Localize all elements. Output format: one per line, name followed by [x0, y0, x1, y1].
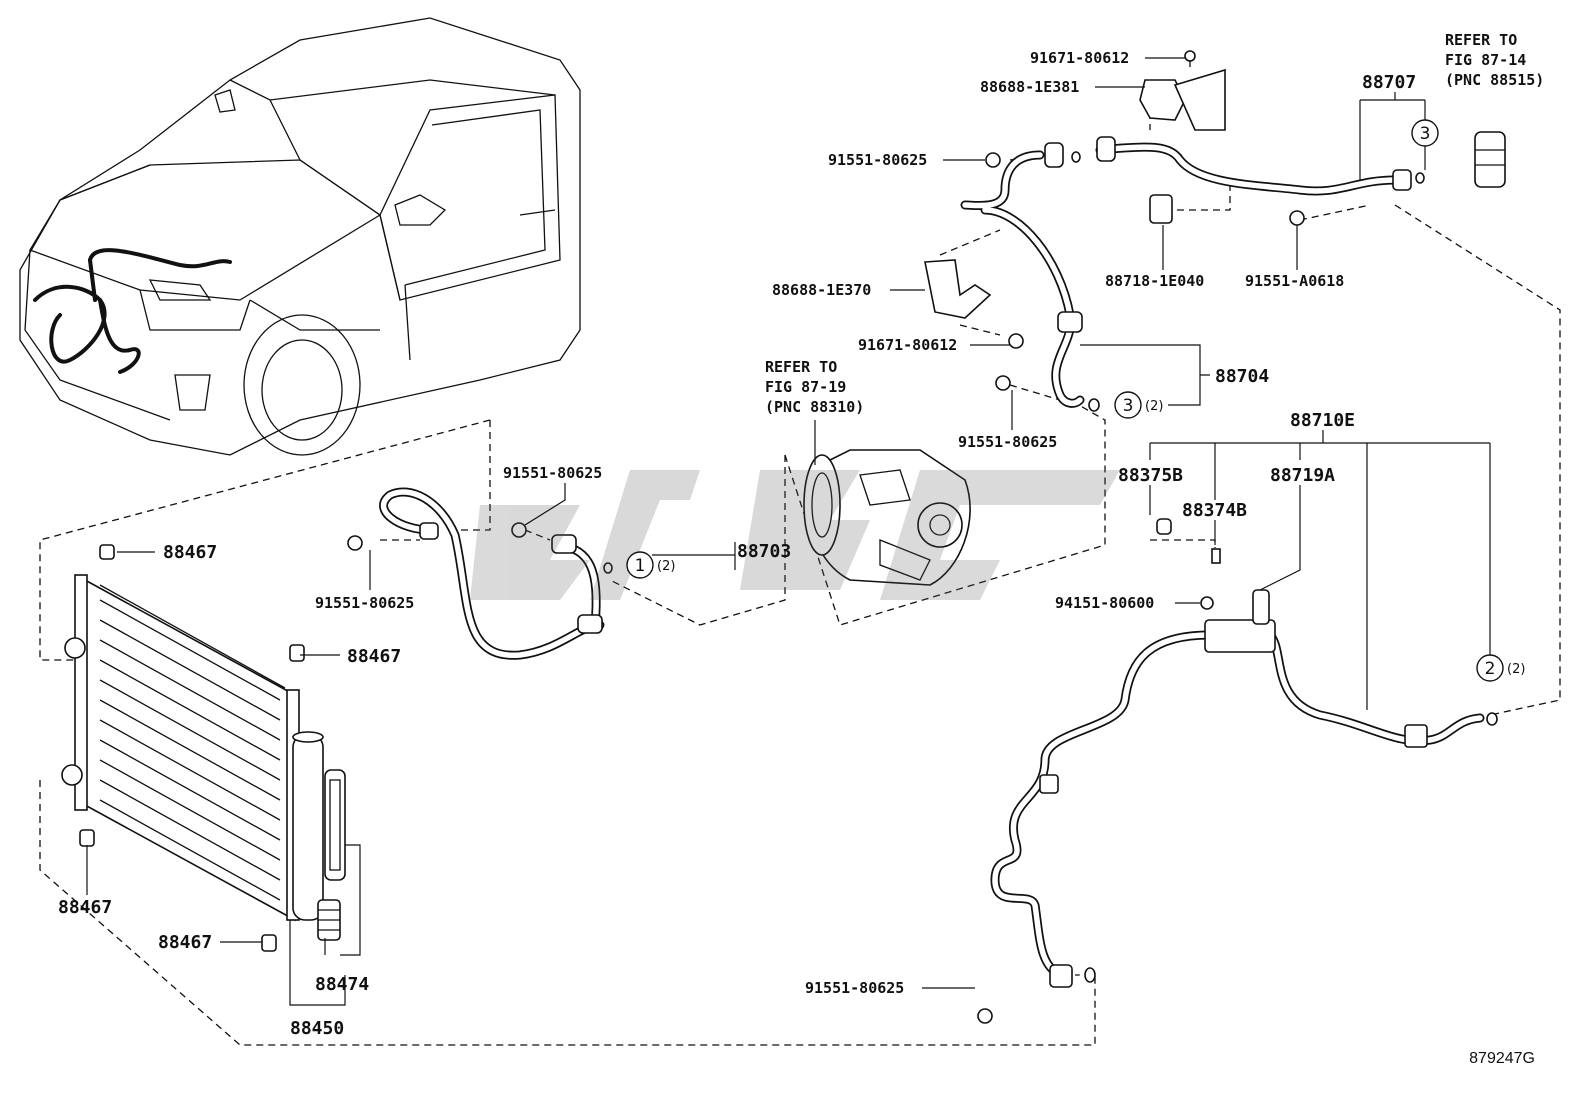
liquid-tube-88707 [985, 136, 1425, 226]
part-label: 91551-80625 [828, 151, 927, 169]
svg-text:(PNC 88515): (PNC 88515) [1445, 71, 1544, 89]
part-label: 88375B [1118, 465, 1183, 486]
part-label: 88703 [737, 541, 791, 562]
refer-note-88515: REFER TO FIG 87-14 (PNC 88515) [1445, 31, 1544, 89]
svg-text:FIG 87-19: FIG 87-19 [765, 378, 846, 396]
refer-note-88310: REFER TO FIG 87-19 (PNC 88310) [765, 358, 864, 416]
part-label: 88707 [1362, 72, 1416, 93]
part-label: 91551-80625 [503, 464, 602, 482]
part-label: 91551-80625 [315, 594, 414, 612]
part-label: 88704 [1215, 366, 1269, 387]
svg-text:(2): (2) [657, 559, 675, 574]
svg-text:(2): (2) [1507, 662, 1525, 677]
part-label: 88718-1E040 [1105, 272, 1204, 290]
compressor [803, 449, 971, 586]
part-label: 91551-80625 [958, 433, 1057, 451]
svg-text:1: 1 [635, 556, 646, 576]
vehicle-illustration [19, 17, 581, 456]
part-label: 91551-80625 [805, 979, 904, 997]
condenser-fins [99, 599, 281, 901]
part-label: 91671-80612 [1030, 49, 1129, 67]
leader-lines [86, 57, 1491, 1006]
part-label: 88719A [1270, 465, 1335, 486]
suction-hose-88704 [960, 142, 1100, 412]
callout-o-ring-3-mid: 3 (2) [1114, 391, 1163, 419]
discharge-hose-88703 [347, 487, 613, 660]
part-label: 88688-1E381 [980, 78, 1079, 96]
watermark-logo [470, 470, 1120, 600]
svg-text:REFER TO: REFER TO [1445, 31, 1517, 49]
brackets-and-clamps [924, 50, 1506, 391]
part-label: 88467 [158, 932, 212, 953]
svg-text:3: 3 [1420, 124, 1431, 144]
liquid-tube-88710E [977, 518, 1498, 1024]
svg-text:(2): (2) [1145, 399, 1163, 414]
part-label: 94151-80600 [1055, 594, 1154, 612]
part-label: 88710E [1290, 410, 1355, 431]
callout-o-ring-3-top: 3 [1411, 119, 1439, 170]
part-label: 88688-1E370 [772, 281, 871, 299]
svg-text:REFER TO: REFER TO [765, 358, 837, 376]
part-label: 91671-80612 [858, 336, 957, 354]
svg-text:FIG 87-14: FIG 87-14 [1445, 51, 1526, 69]
part-label: 88467 [58, 897, 112, 918]
diagram-code: 879247G [1469, 1050, 1535, 1067]
condenser-assembly [61, 544, 346, 952]
part-label: 88467 [347, 646, 401, 667]
part-label: 91551-A0618 [1245, 272, 1344, 290]
part-label: 88450 [290, 1018, 344, 1039]
callout-o-ring-2: 2 (2) [1476, 654, 1525, 682]
svg-text:2: 2 [1485, 659, 1496, 679]
part-number-labels: 91671-80612 88688-1E381 91551-80625 8870… [58, 49, 1416, 1039]
svg-text:(PNC 88310): (PNC 88310) [765, 398, 864, 416]
callout-o-ring-1: 1 (2) [626, 551, 675, 579]
part-label: 88374B [1182, 500, 1247, 521]
svg-text:3: 3 [1123, 396, 1134, 416]
part-label: 88467 [163, 542, 217, 563]
part-label: 88474 [315, 974, 369, 995]
